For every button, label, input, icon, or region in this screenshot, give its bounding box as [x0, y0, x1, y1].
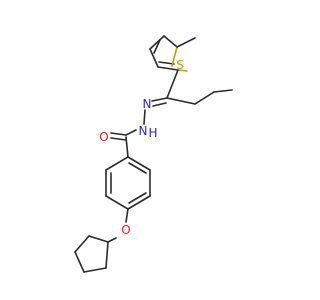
bond [105, 156, 129, 171]
bond [149, 48, 159, 68]
bond [125, 208, 129, 223]
bond [105, 195, 129, 210]
hydrogen-atom-label: H [148, 126, 157, 140]
nitrogen-atom-label: N [143, 97, 152, 111]
bond [177, 69, 188, 72]
bond [153, 39, 161, 54]
imine-double-bond [152, 102, 167, 107]
n-n-bond [143, 109, 146, 125]
carbonyl-double-bond [110, 132, 127, 136]
bond [127, 156, 151, 171]
carbonyl-oxygen-label: O [99, 130, 108, 144]
bond [166, 69, 179, 99]
bond [163, 35, 178, 48]
bond [128, 192, 147, 204]
bond [171, 46, 178, 67]
methyl-bond [176, 37, 196, 48]
thiophene-ring [149, 35, 188, 72]
bond [107, 237, 117, 243]
bond [83, 267, 107, 273]
bond [213, 89, 233, 93]
bond [166, 97, 196, 105]
bond [125, 136, 129, 158]
ether-oxygen-label: O [121, 223, 130, 237]
bond [74, 251, 85, 273]
carbonyl-double-bond [110, 137, 127, 141]
bond [149, 35, 165, 50]
sulfur-atom-label: S [176, 58, 184, 72]
bond [125, 129, 137, 136]
imine-double-bond [151, 97, 168, 102]
nitrogen-atom-label: N [139, 124, 148, 138]
bond [105, 241, 109, 269]
bond [74, 235, 90, 253]
bond [158, 61, 175, 65]
bond [127, 195, 151, 210]
cyclopentane-ring [74, 235, 109, 273]
bond [88, 235, 109, 243]
bond [128, 162, 147, 174]
benzene-ring [105, 156, 151, 210]
molecule-structure-diagram: S N N H O O [74, 35, 233, 273]
bond [194, 91, 215, 105]
bond [157, 66, 179, 71]
